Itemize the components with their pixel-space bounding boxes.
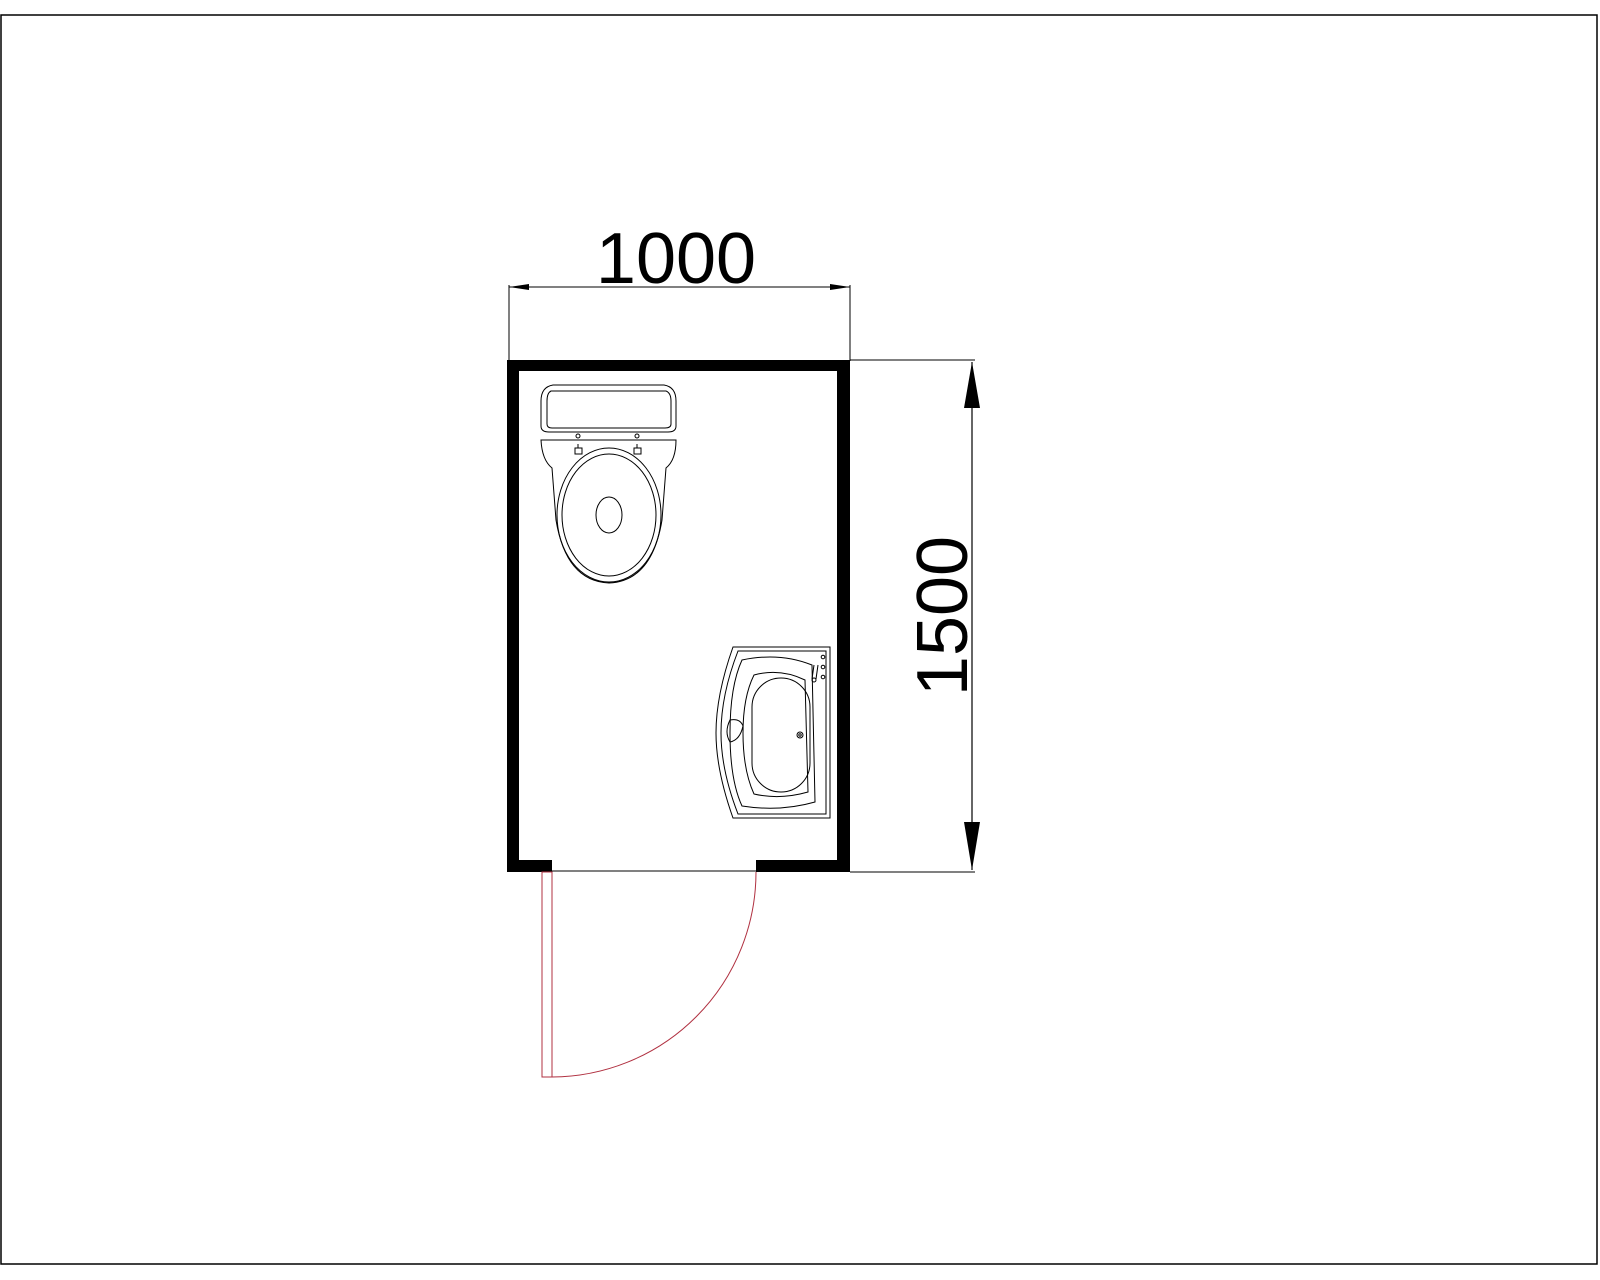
width-dimension: 1000 <box>508 219 851 361</box>
arrow-down-icon <box>964 822 980 870</box>
height-dimension: 1500 <box>850 359 983 873</box>
drawing-frame <box>0 14 1598 1265</box>
bathtub-icon <box>715 646 831 819</box>
width-dimension-label: 1000 <box>596 219 756 299</box>
room-walls <box>507 360 850 872</box>
toilet-icon <box>540 384 677 584</box>
arrow-up-icon <box>964 362 980 408</box>
height-dimension-label: 1500 <box>903 536 983 696</box>
door-swing-icon <box>541 871 757 1078</box>
